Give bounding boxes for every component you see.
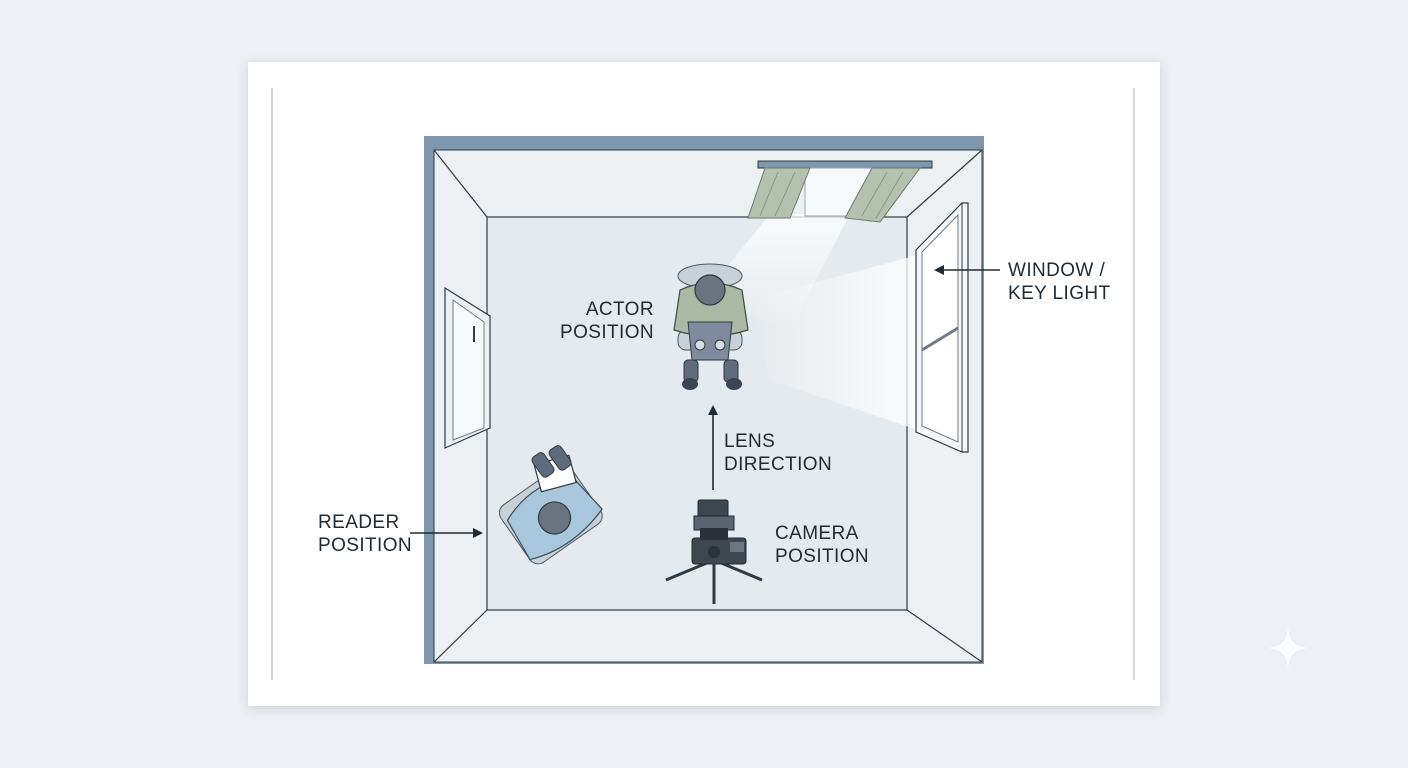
actor-figure (673, 263, 749, 390)
actor-position-label: ACTOR POSITION (560, 299, 654, 343)
curtain-icon (747, 160, 933, 223)
lens-direction-label: LENS DIRECTION (724, 431, 833, 475)
sparkle-icon (1268, 628, 1308, 668)
left-margin-rule (271, 88, 273, 680)
annotation-arrows (410, 265, 1000, 538)
camera-tripod-icon (665, 499, 763, 604)
reader-position-label: READER POSITION (318, 512, 412, 556)
reader-figure (498, 445, 603, 565)
window-icon (915, 202, 969, 453)
door-icon (444, 286, 491, 449)
window-key-light-label: WINDOW / KEY LIGHT (1008, 260, 1111, 304)
right-margin-rule (1133, 88, 1135, 680)
camera-position-label: CAMERA POSITION (775, 523, 869, 567)
